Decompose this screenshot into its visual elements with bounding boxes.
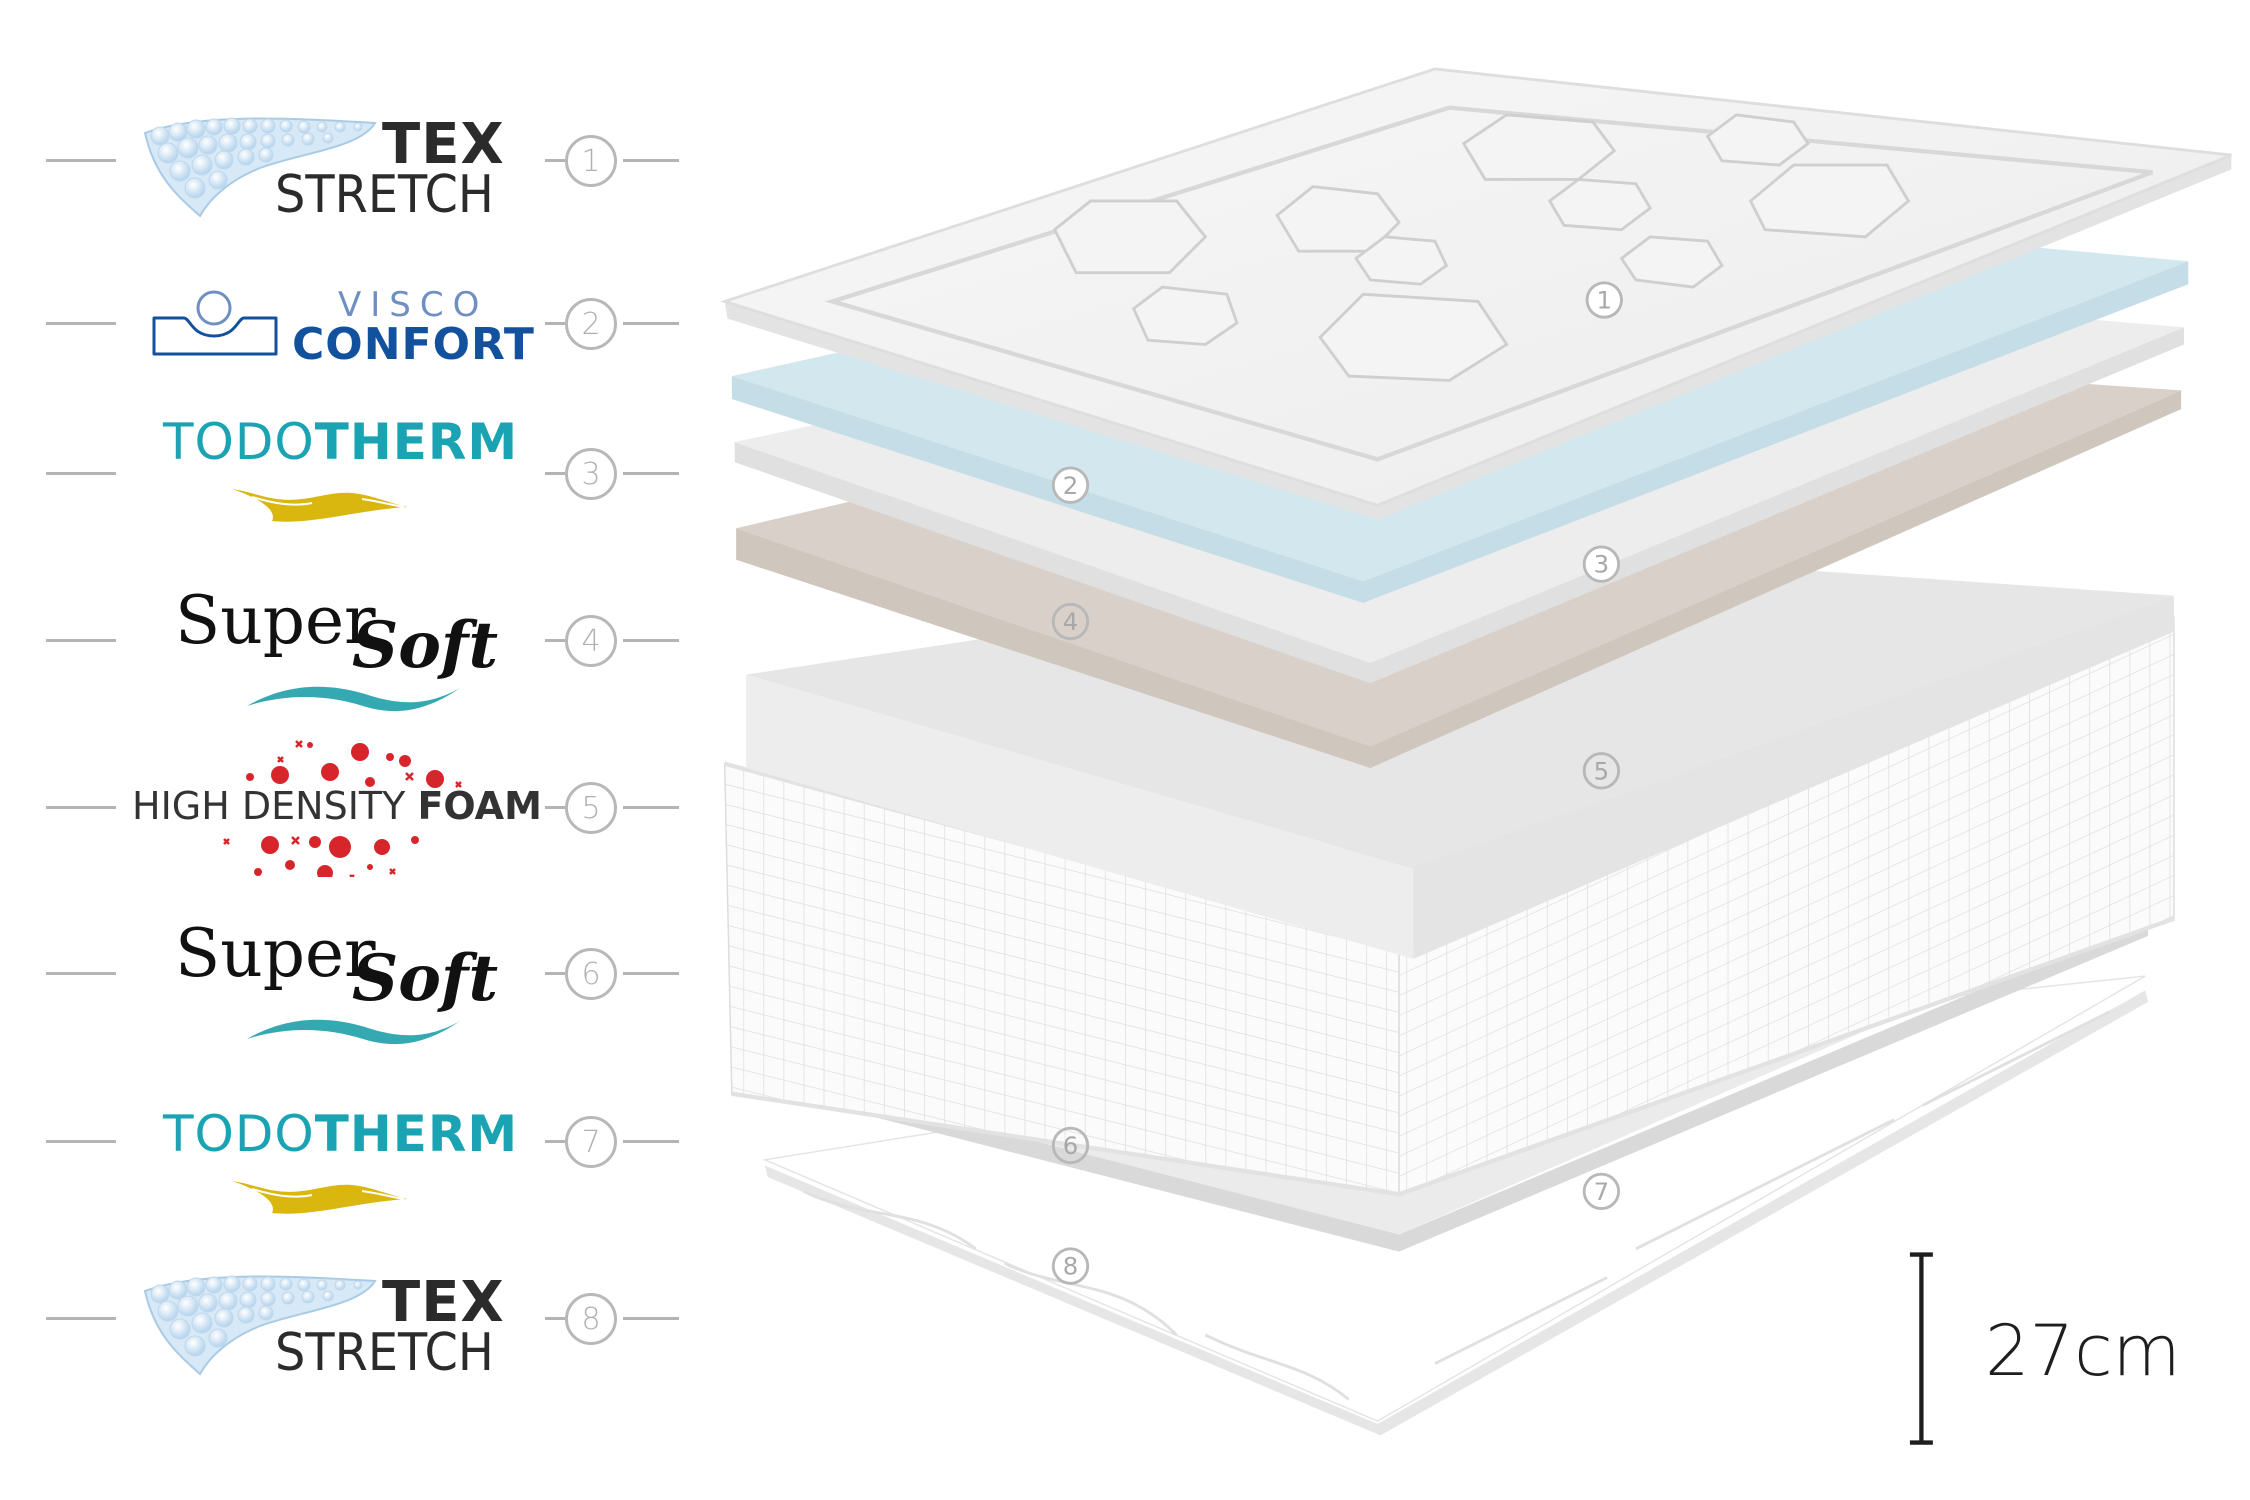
wave-swoosh-icon <box>247 686 460 712</box>
layer-1-tex-stretch-cover <box>719 67 2232 520</box>
marker-8: 8 <box>1051 1247 1090 1285</box>
brand-light: TODO <box>163 413 315 471</box>
legend-row-8: TEX STRETCH 8 <box>0 1238 690 1398</box>
leader-line-right <box>545 159 565 162</box>
leader-line-left <box>46 1140 116 1143</box>
brand-bold: Soft <box>352 941 498 1016</box>
heat-wave-icon <box>232 1181 407 1214</box>
leader-line-left <box>46 472 116 475</box>
legend-row-1: TEX STRETCH 1 <box>0 80 690 240</box>
layer-number-badge: 1 <box>565 135 617 187</box>
legend-row-3: TODOTHERM 3 <box>0 393 690 553</box>
legend-row-7: TODOTHERM 7 <box>0 1061 690 1221</box>
layer-number-badge: 8 <box>565 1293 617 1345</box>
height-dimension-bar <box>1909 1252 1933 1445</box>
brand-light: STRETCH <box>275 165 494 225</box>
brand-bold: THERM <box>314 1105 519 1163</box>
brand-bold: Soft <box>352 608 498 683</box>
leader-line-left <box>46 806 116 809</box>
quilted-fabric-icon <box>143 117 377 218</box>
height-dimension-label: 27cm <box>1985 1310 2181 1392</box>
brand-name: HIGH DENSITY FOAM <box>132 784 542 828</box>
svg-text:5: 5 <box>1594 756 1610 785</box>
legend-row-2: VISCO CONFORT 2 <box>0 243 690 403</box>
layer-number-badge: 6 <box>565 948 617 1000</box>
leader-line-right <box>545 472 565 475</box>
brand-name: TODOTHERM <box>163 1105 518 1163</box>
wave-swoosh-icon <box>247 1019 460 1045</box>
leader-line-right <box>623 159 679 162</box>
marker-5: 5 <box>1582 752 1621 790</box>
brand-bold: CONFORT <box>292 319 535 370</box>
pillow-head-icon <box>152 290 278 356</box>
brand-bold: TEX <box>382 1270 505 1335</box>
diagram-markers: 1 2 3 4 5 6 7 8 <box>1051 281 1623 1285</box>
legend-row-6: Super Soft 6 <box>0 893 690 1053</box>
brand-light: Super <box>175 582 376 659</box>
brand-light: VISCO <box>338 285 489 325</box>
leader-line-right <box>545 1317 565 1320</box>
brand-light: TODO <box>163 1105 315 1163</box>
marker-1: 1 <box>1585 281 1623 319</box>
quilted-fabric-icon <box>143 1275 377 1376</box>
leader-line-right <box>623 322 679 325</box>
layer-number-badge: 4 <box>565 615 617 667</box>
svg-text:4: 4 <box>1063 607 1079 636</box>
leader-line-left <box>46 972 116 975</box>
leader-line-left <box>46 159 116 162</box>
brand-light: STRETCH <box>275 1323 494 1383</box>
svg-text:1: 1 <box>1597 286 1613 315</box>
legend-row-5: HIGH DENSITY FOAM 5 <box>0 727 690 887</box>
bubbles-icon <box>223 740 462 877</box>
brand-light: HIGH DENSITY <box>132 784 406 828</box>
svg-text:3: 3 <box>1594 550 1610 579</box>
marker-7: 7 <box>1582 1172 1621 1211</box>
layer-number-badge: 3 <box>565 448 617 500</box>
brand-light: Super <box>175 915 376 992</box>
brand-bold: TEX <box>382 112 505 177</box>
svg-text:7: 7 <box>1594 1177 1610 1206</box>
leader-line-right <box>623 472 679 475</box>
legend-row-4: Super Soft 4 <box>0 560 690 720</box>
leader-line-right <box>545 972 565 975</box>
brand-name: TODOTHERM <box>163 413 518 471</box>
svg-text:8: 8 <box>1063 1252 1079 1281</box>
marker-3: 3 <box>1582 545 1621 583</box>
marker-4: 4 <box>1051 602 1090 641</box>
heat-wave-icon <box>232 489 407 522</box>
leader-line-right <box>623 1140 679 1143</box>
leader-line-left <box>46 322 116 325</box>
leader-line-right <box>623 972 679 975</box>
marker-6: 6 <box>1051 1126 1090 1165</box>
leader-line-right <box>623 1317 679 1320</box>
svg-text:2: 2 <box>1063 471 1079 500</box>
svg-text:6: 6 <box>1063 1131 1079 1160</box>
leader-line-right <box>623 639 679 642</box>
leader-line-right <box>623 806 679 809</box>
leader-line-right <box>545 1140 565 1143</box>
leader-line-right <box>545 639 565 642</box>
layer-number-badge: 7 <box>565 1116 617 1168</box>
layer-number-badge: 5 <box>565 782 617 834</box>
marker-2: 2 <box>1051 466 1090 504</box>
leader-line-left <box>46 1317 116 1320</box>
layer-number-badge: 2 <box>565 298 617 350</box>
leader-line-left <box>46 639 116 642</box>
brand-bold: FOAM <box>417 784 542 828</box>
leader-line-right <box>545 322 565 325</box>
leader-line-right <box>545 806 565 809</box>
brand-bold: THERM <box>314 413 519 471</box>
